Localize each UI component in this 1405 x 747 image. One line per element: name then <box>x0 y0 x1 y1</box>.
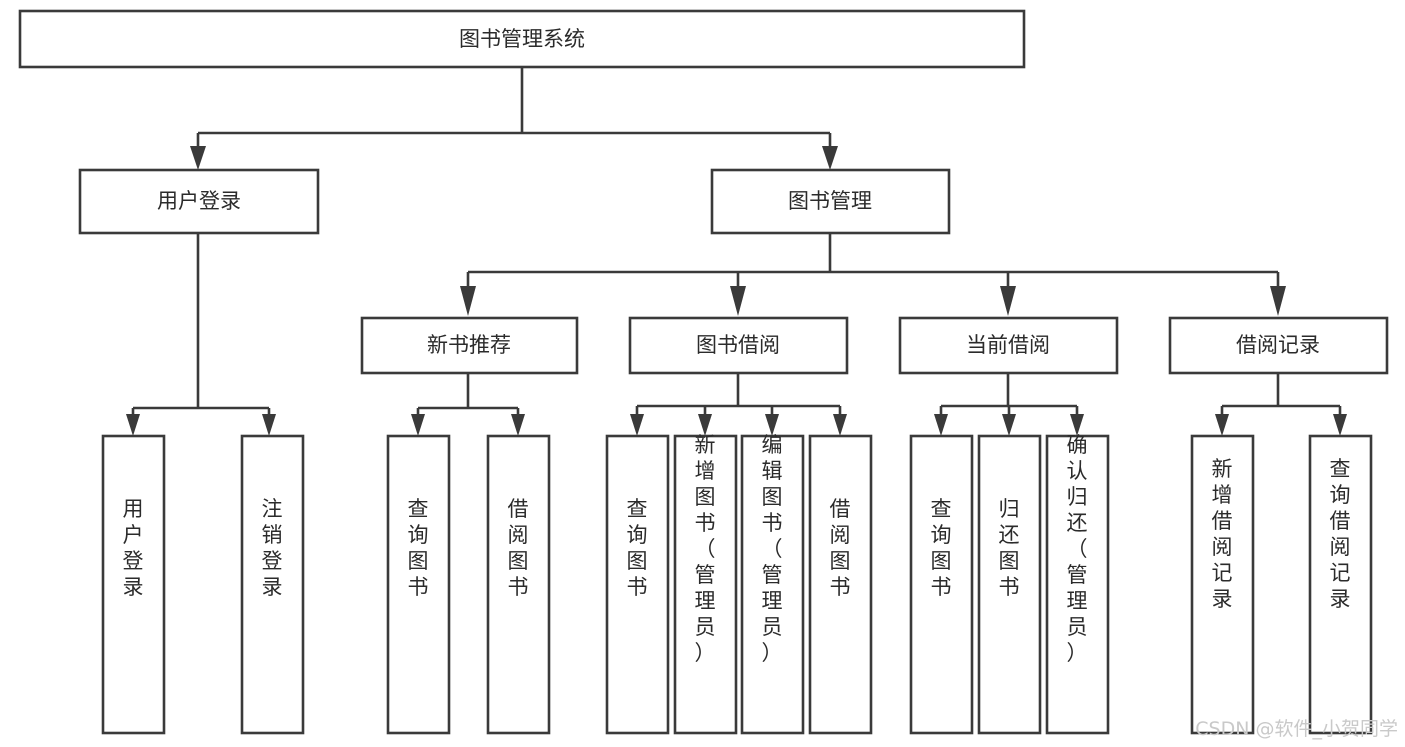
node-book-management-box[interactable] <box>710 168 951 235</box>
node-book-management[interactable]: 图书管理 <box>710 168 951 235</box>
node-leaf-add-book-label: 新增图书（管理员） <box>695 433 716 665</box>
node-leaf-return-book-label: 归还图书 <box>999 497 1020 599</box>
arrow-head-book-borrow <box>730 286 746 316</box>
node-leaf-query-book-2-label: 查询图书 <box>627 497 648 599</box>
node-leaf-edit-book-box[interactable] <box>740 434 805 735</box>
node-leaf-borrow-book-2-box[interactable] <box>808 434 873 735</box>
node-leaf-query-book-3-box[interactable] <box>909 434 974 735</box>
node-leaf-logout-box[interactable] <box>240 434 305 735</box>
node-leaf-add-book-box[interactable] <box>673 434 738 735</box>
node-leaf-logout-label: 注销登录 <box>262 497 283 599</box>
node-book-borrow-label: 图书借阅 <box>696 333 780 357</box>
node-leaf-query-book-3[interactable]: 查询图书 <box>909 434 974 735</box>
node-leaf-borrow-book-1-box[interactable] <box>486 434 551 735</box>
node-leaf-borrow-book-1-label: 借阅图书 <box>508 497 529 599</box>
arrow-head-leaf-borrow-book-1 <box>511 414 525 436</box>
node-user-login-box[interactable] <box>78 168 320 235</box>
arrow-head-leaf-confirm-return <box>1070 414 1084 436</box>
arrow-head-leaf-add-record <box>1215 414 1229 436</box>
arrow-head-borrow-record <box>1270 286 1286 316</box>
node-leaf-return-book[interactable]: 归还图书 <box>977 434 1042 735</box>
arrow-head-leaf-query-record <box>1333 414 1347 436</box>
node-leaf-borrow-book-2[interactable]: 借阅图书 <box>808 434 873 735</box>
arrow-head-current-borrow <box>1000 286 1016 316</box>
node-leaf-edit-book-label: 编辑图书（管理员） <box>762 433 783 665</box>
connector-group-book-borrow <box>630 373 847 436</box>
arrow-head-new-book-recommend <box>460 286 476 316</box>
arrow-head-leaf-add-book <box>698 414 712 436</box>
connector-group-user-login <box>126 233 276 436</box>
arrow-head-leaf-query-book-3 <box>934 414 948 436</box>
node-leaf-confirm-return-box[interactable] <box>1045 434 1110 735</box>
arrow-head-leaf-query-book-2 <box>630 414 644 436</box>
node-book-borrow-box[interactable] <box>628 316 849 375</box>
node-leaf-query-book-1[interactable]: 查询图书 <box>386 434 451 735</box>
connector-group-root <box>190 67 838 170</box>
node-leaf-query-book-3-label: 查询图书 <box>931 497 952 599</box>
node-leaf-query-record-label: 查询借阅记录 <box>1330 457 1351 611</box>
node-leaf-query-book-1-label: 查询图书 <box>408 497 429 599</box>
connector-group-new-book-recommend <box>411 373 525 436</box>
node-borrow-record[interactable]: 借阅记录 <box>1168 316 1389 375</box>
arrow-head-user-login <box>190 146 206 170</box>
node-borrow-record-label: 借阅记录 <box>1236 333 1320 357</box>
node-leaf-query-book-2[interactable]: 查询图书 <box>605 434 670 735</box>
node-borrow-record-box[interactable] <box>1168 316 1389 375</box>
node-leaf-query-book-1-box[interactable] <box>386 434 451 735</box>
node-current-borrow-box[interactable] <box>898 316 1119 375</box>
node-user-login-label: 用户登录 <box>157 189 241 213</box>
node-leaf-query-record-box[interactable] <box>1308 434 1373 735</box>
node-leaf-user-login-label: 用户登录 <box>123 497 144 599</box>
node-user-login[interactable]: 用户登录 <box>78 168 320 235</box>
node-leaf-user-login-box[interactable] <box>101 434 166 735</box>
node-leaf-borrow-book-1[interactable]: 借阅图书 <box>486 434 551 735</box>
arrow-head-leaf-logout <box>262 414 276 436</box>
node-current-borrow[interactable]: 当前借阅 <box>898 316 1119 375</box>
node-new-book-recommend[interactable]: 新书推荐 <box>360 316 579 375</box>
node-leaf-add-book[interactable]: 新增图书（管理员） <box>673 433 738 735</box>
arrow-head-leaf-user-login <box>126 414 140 436</box>
node-leaf-query-book-2-box[interactable] <box>605 434 670 735</box>
node-leaf-user-login[interactable]: 用户登录 <box>101 434 166 735</box>
node-root[interactable]: 图书管理系统 <box>18 9 1026 69</box>
node-new-book-recommend-label: 新书推荐 <box>427 333 511 357</box>
arrow-head-book-management <box>822 146 838 170</box>
node-leaf-edit-book[interactable]: 编辑图书（管理员） <box>740 433 805 735</box>
node-book-management-label: 图书管理 <box>788 189 872 213</box>
node-leaf-confirm-return-label: 确认归还（管理员） <box>1067 433 1088 665</box>
arrow-head-leaf-edit-book <box>765 414 779 436</box>
node-root-box[interactable] <box>18 9 1026 69</box>
connector-group-book-management <box>460 233 1286 316</box>
node-leaf-query-record[interactable]: 查询借阅记录 <box>1308 434 1373 735</box>
node-leaf-borrow-book-2-label: 借阅图书 <box>830 497 851 599</box>
node-new-book-recommend-box[interactable] <box>360 316 579 375</box>
node-leaf-add-record[interactable]: 新增借阅记录 <box>1190 434 1255 735</box>
connector-group-borrow-record <box>1215 373 1347 436</box>
node-current-borrow-label: 当前借阅 <box>966 333 1050 357</box>
node-book-borrow[interactable]: 图书借阅 <box>628 316 849 375</box>
arrow-head-leaf-borrow-book-2 <box>833 414 847 436</box>
node-leaf-add-record-box[interactable] <box>1190 434 1255 735</box>
csdn-watermark: CSDN @软件_小贺同学 <box>1195 718 1398 740</box>
node-leaf-add-record-label: 新增借阅记录 <box>1212 457 1233 611</box>
node-root-label: 图书管理系统 <box>459 27 585 51</box>
node-leaf-return-book-box[interactable] <box>977 434 1042 735</box>
connector-group-current-borrow <box>934 373 1084 436</box>
node-leaf-confirm-return[interactable]: 确认归还（管理员） <box>1045 433 1110 735</box>
arrow-head-leaf-return-book <box>1002 414 1016 436</box>
arrow-head-leaf-query-book-1 <box>411 414 425 436</box>
node-leaf-logout[interactable]: 注销登录 <box>240 434 305 735</box>
